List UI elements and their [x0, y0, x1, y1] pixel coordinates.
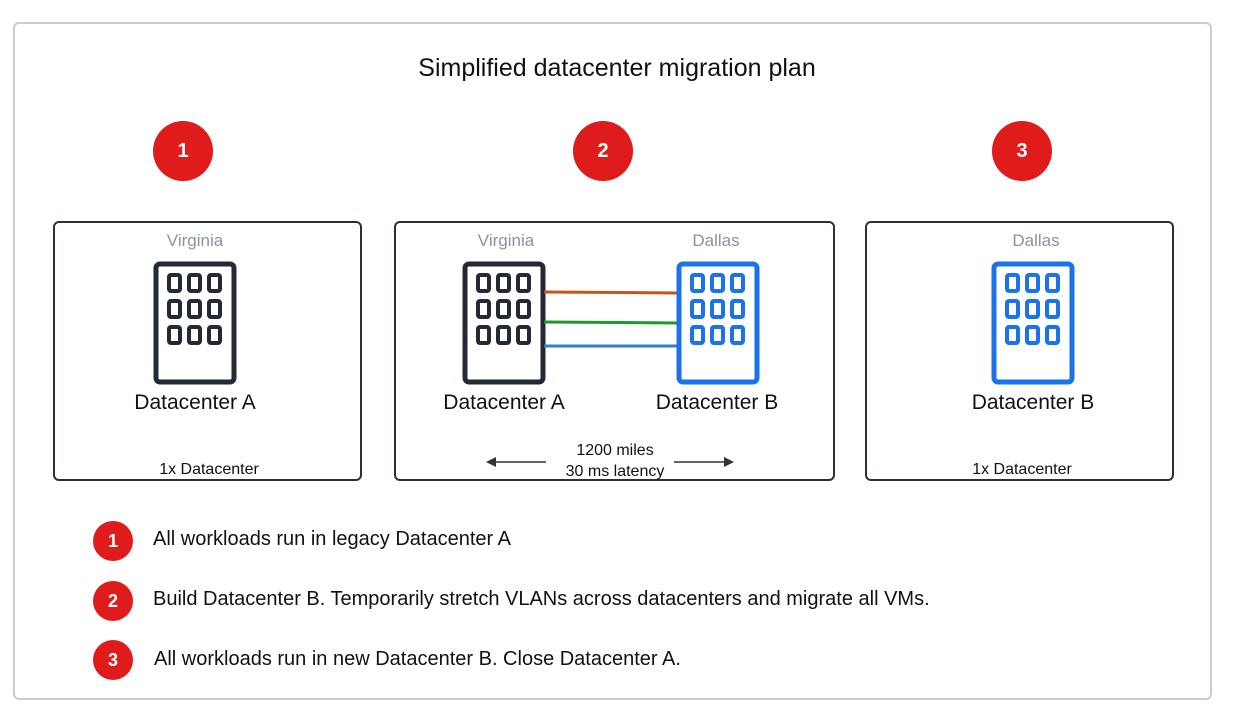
arrow-left-icon: [486, 457, 546, 467]
diagram-frame: [13, 22, 1212, 700]
legend-text-3: All workloads run in new Datacenter B. C…: [154, 648, 681, 670]
datacenter-label: Datacenter A: [134, 391, 256, 414]
datacenter-building-icon: [991, 261, 1075, 385]
step-badge-1: 1: [153, 121, 213, 181]
region-label-right: Dallas: [692, 231, 740, 250]
panel-step-2: Virginia Dallas Datacenter A Datacenter …: [394, 221, 835, 481]
arrow-right-icon: [674, 457, 734, 467]
datacenter-building-icon: [676, 261, 760, 385]
legend-text-1: All workloads run in legacy Datacenter A: [153, 528, 511, 550]
legend-badge-3: 3: [93, 640, 133, 680]
datacenter-building-icon: [153, 261, 237, 385]
diagram-title: Simplified datacenter migration plan: [418, 54, 816, 82]
datacenter-label-right: Datacenter B: [655, 391, 779, 414]
step-badge-3: 3: [992, 121, 1052, 181]
region-label: Virginia: [166, 231, 224, 250]
distance-text: 1200 miles: [576, 442, 654, 459]
panel-footer: 1x Datacenter: [159, 461, 259, 478]
region-label-left: Virginia: [477, 231, 535, 250]
legend-text-2: Build Datacenter B. Temporarily stretch …: [153, 588, 930, 610]
datacenter-label: Datacenter B: [971, 391, 1095, 414]
vlan-links: [544, 290, 678, 348]
legend-badge-1: 1: [93, 521, 133, 561]
panel-step-1: Virginia Datacenter A 1x Datacenter: [53, 221, 362, 481]
panel-footer: 1x Datacenter: [972, 461, 1072, 478]
datacenter-building-icon: [462, 261, 546, 385]
vlan-link-1: [544, 290, 678, 295]
vlan-link-2: [544, 320, 678, 325]
distance-info: 1200 miles 30 ms latency: [515, 440, 715, 482]
region-label: Dallas: [1012, 231, 1060, 250]
panel-step-3: Dallas Datacenter B 1x Datacenter: [865, 221, 1174, 481]
datacenter-label-left: Datacenter A: [443, 391, 565, 414]
legend-badge-2: 2: [93, 581, 133, 621]
step-badge-2: 2: [573, 121, 633, 181]
latency-text: 30 ms latency: [565, 463, 665, 480]
